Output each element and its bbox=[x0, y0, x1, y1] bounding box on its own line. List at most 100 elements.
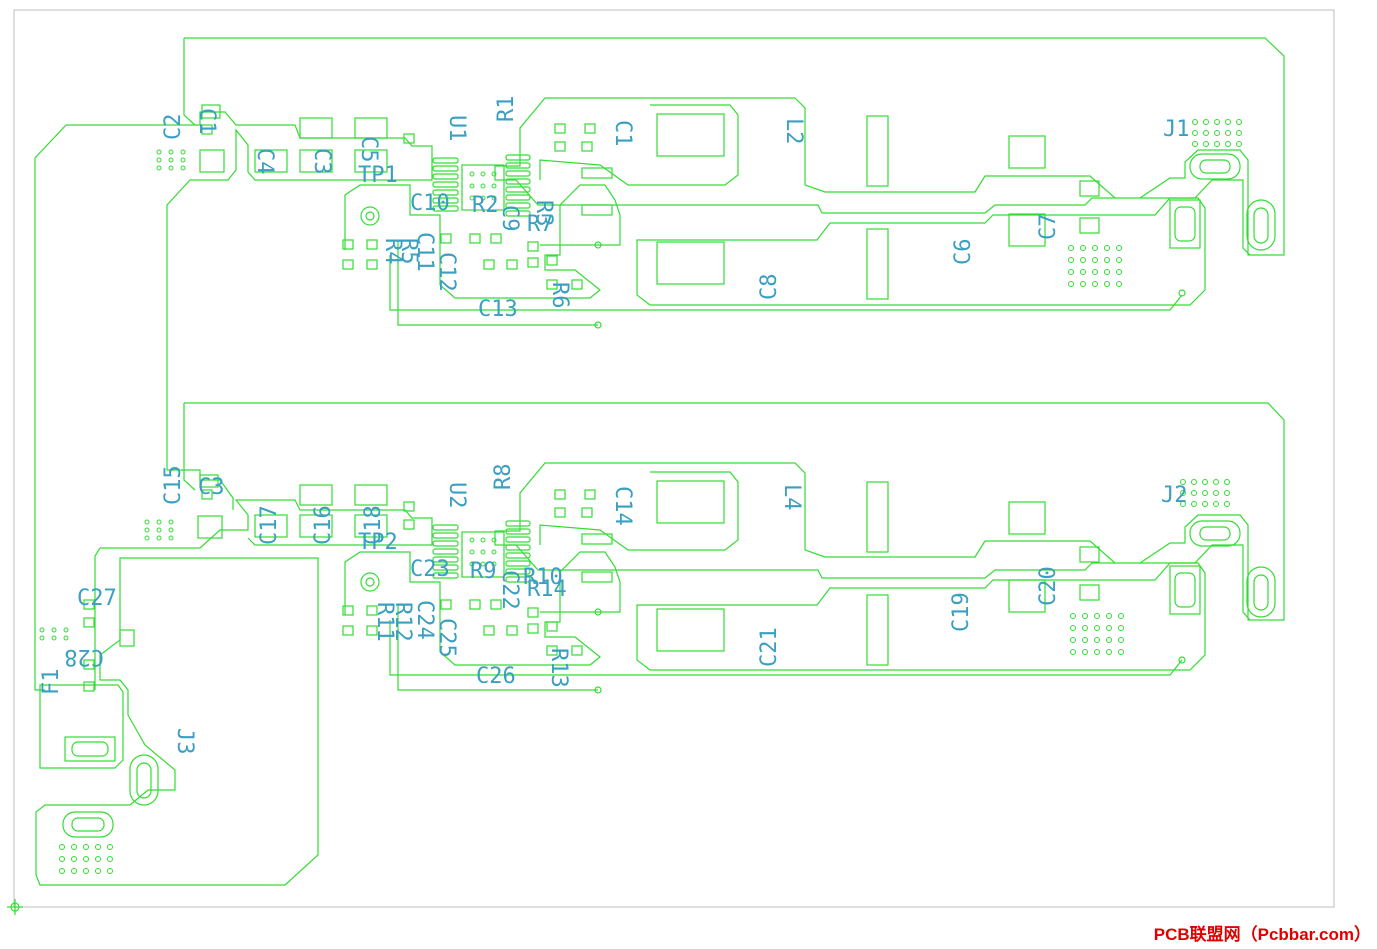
bottom-via-grid-out bbox=[1070, 613, 1124, 655]
c14-pad-b bbox=[581, 507, 593, 518]
label-c13: C13 bbox=[478, 297, 518, 322]
tp1-pad-inner bbox=[365, 211, 375, 221]
top-channel bbox=[34, 37, 1285, 691]
u2-pins-left bbox=[432, 524, 459, 579]
top-left-trace bbox=[66, 111, 433, 510]
u1-body bbox=[461, 164, 505, 211]
c28-pad bbox=[119, 629, 135, 647]
label-r6: R6 bbox=[547, 282, 572, 309]
label-c21: C21 bbox=[757, 627, 782, 667]
label-r1: R1 bbox=[494, 96, 519, 123]
top-via-c bbox=[594, 241, 602, 249]
r6-pad bbox=[546, 255, 558, 266]
top-power-pour bbox=[183, 37, 1285, 256]
label-r12: R12 bbox=[390, 602, 415, 642]
bottom-via-grid-left bbox=[144, 519, 174, 541]
label-c7: C7 bbox=[1036, 214, 1061, 241]
tp2-pad-inner bbox=[365, 577, 375, 587]
c16-pad bbox=[299, 514, 333, 538]
bottom-cap-a bbox=[866, 481, 889, 553]
top-via-grid-out bbox=[1068, 245, 1122, 287]
j1-pad-h bbox=[1189, 153, 1241, 180]
c18-pad-b bbox=[354, 484, 388, 506]
r1-pad bbox=[554, 123, 566, 134]
c26-pad-b bbox=[506, 625, 518, 636]
r13-pad-b bbox=[546, 645, 558, 656]
l2-body bbox=[539, 104, 739, 186]
label-r10: R10 bbox=[523, 565, 563, 590]
label-c28: C28 bbox=[64, 644, 104, 669]
label-j3: J3 bbox=[172, 728, 197, 755]
c26-pad bbox=[483, 625, 495, 636]
bottom-pad-small bbox=[403, 501, 415, 512]
j3-pad-a-inner bbox=[71, 741, 109, 757]
r14-pad-b bbox=[527, 623, 539, 634]
top-cap-d bbox=[1008, 213, 1046, 247]
j3-pad-b-inner bbox=[136, 762, 152, 799]
top-sense-trace bbox=[344, 184, 621, 299]
c27-pad bbox=[83, 599, 95, 610]
top-cap-a bbox=[866, 115, 889, 187]
label-r11: R11 bbox=[372, 602, 397, 642]
r4-pad-b bbox=[366, 239, 378, 250]
label-r9: R9 bbox=[470, 559, 497, 584]
label-j2: J2 bbox=[1161, 483, 1188, 508]
label-c26: C26 bbox=[476, 664, 516, 689]
r11-pad bbox=[342, 605, 354, 616]
f1-pad bbox=[83, 681, 95, 692]
label-r4: R4 bbox=[380, 238, 405, 265]
watermark-text: PCB联盟网（Pcbbar.com） bbox=[1153, 925, 1371, 944]
top-via-b bbox=[1178, 289, 1186, 297]
c1-pad-b bbox=[581, 141, 593, 152]
bottom-cap-f bbox=[1079, 584, 1100, 601]
label-f1: F1 bbox=[39, 669, 64, 696]
r4-pad bbox=[342, 239, 354, 250]
silkscreen-labels: C2 C1 C4 C3 C5 TP1 U1 R1 C1 L2 J1 C10 R2… bbox=[39, 96, 1190, 755]
label-c15: C15 bbox=[161, 465, 186, 505]
j3-pad-a bbox=[64, 736, 116, 762]
bottom-channel bbox=[35, 402, 1285, 886]
label-c2: C2 bbox=[161, 114, 186, 141]
top-via-grid-j1 bbox=[1192, 119, 1242, 147]
label-c24: C24 bbox=[412, 600, 437, 640]
top-cap-b bbox=[866, 228, 889, 300]
r12-pad-b bbox=[366, 625, 378, 636]
j3-pad-b bbox=[129, 754, 159, 806]
bottom-mosfet-b bbox=[581, 571, 613, 583]
r7-pad-b bbox=[527, 257, 539, 268]
bottom-power-pour bbox=[183, 402, 1285, 621]
bottom-mosfet-a bbox=[581, 533, 613, 545]
j2-pad-sq bbox=[1169, 565, 1201, 615]
label-r13: R13 bbox=[546, 648, 571, 688]
bottom-cap-b bbox=[866, 594, 889, 666]
label-c11: C11 bbox=[412, 232, 437, 272]
top-via-grid-left bbox=[156, 149, 186, 171]
label-tp2: TP2 bbox=[358, 530, 398, 555]
c17-pad bbox=[254, 514, 288, 538]
c18-pad bbox=[354, 514, 388, 538]
top-mosfet-b bbox=[581, 204, 613, 216]
c3-pad-b bbox=[299, 117, 333, 139]
top-left-vertical bbox=[34, 124, 67, 691]
top-output-pour bbox=[636, 197, 1206, 306]
label-r7: R7 bbox=[527, 212, 554, 237]
top-return-trace bbox=[389, 240, 1183, 326]
c21-pad bbox=[656, 608, 725, 652]
r1-pad-b bbox=[584, 123, 596, 134]
l2-pad bbox=[656, 113, 725, 157]
label-r8: R8 bbox=[491, 464, 516, 491]
j2-pad-h bbox=[1189, 520, 1241, 547]
top-pad-small bbox=[403, 133, 415, 144]
top-via-grid-u1 bbox=[469, 171, 497, 201]
c11-pad bbox=[440, 233, 452, 244]
label-tp1: TP1 bbox=[358, 163, 398, 188]
r8-pad bbox=[554, 489, 566, 500]
label-l4: L4 bbox=[779, 484, 804, 511]
label-c22: C22 bbox=[497, 570, 522, 610]
label-u1: U1 bbox=[444, 115, 469, 142]
r11-pad-b bbox=[366, 605, 378, 616]
c24-pad bbox=[440, 599, 452, 610]
label-c18: C18 bbox=[361, 505, 386, 545]
c13-pad bbox=[483, 259, 495, 270]
